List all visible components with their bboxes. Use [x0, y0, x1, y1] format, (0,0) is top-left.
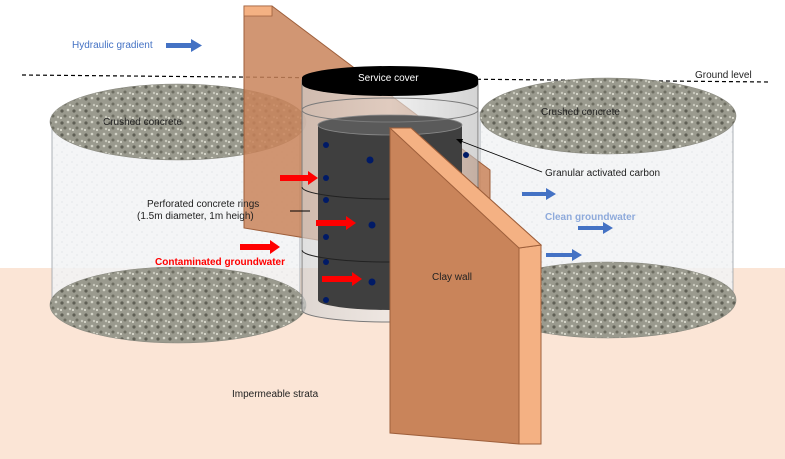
blue-arrow: [546, 249, 582, 261]
perforation-hole: [323, 259, 329, 265]
clay-wall-label: Clay wall: [432, 272, 473, 283]
blue-arrow: [578, 222, 613, 234]
red-arrow: [280, 171, 318, 185]
ground-level-label: Ground level: [695, 70, 752, 81]
red-arrow: [240, 240, 280, 254]
front-clay-wall-top: [388, 127, 543, 249]
impermeable-strata-label: Impermeable strata: [232, 389, 319, 400]
right-trench-top: [479, 77, 737, 155]
crushed-concrete-right-label: Crushed concrete: [541, 107, 620, 118]
perforated-rings-label-line1: Perforated concrete rings: [147, 199, 260, 210]
perforation-hole: [463, 152, 469, 158]
contaminated-flow-arrows: [240, 171, 362, 286]
perforation-hole: [323, 197, 329, 203]
clean-flow-arrows: [522, 188, 613, 261]
back-clay-wall-edge: [243, 5, 273, 17]
perforation-hole: [368, 221, 376, 229]
perforation-holes: [323, 142, 469, 303]
cylinder-top-rim: [301, 97, 479, 123]
perforation-hole: [323, 142, 329, 148]
perforation-hole: [323, 175, 329, 181]
contaminated-groundwater-label: Contaminated groundwater: [155, 257, 286, 268]
service-cover: [302, 66, 478, 90]
hydraulic-gradient-label: Hydraulic gradient: [72, 40, 153, 51]
right-trench: [479, 77, 737, 339]
hydraulic-gradient-arrow: [166, 39, 202, 52]
carbon-leader-arrowhead: [456, 139, 463, 144]
red-arrow: [316, 216, 356, 230]
perforated-rings-label-line2: (1.5m diameter, 1m heigh): [137, 211, 254, 222]
left-trench: [49, 83, 307, 344]
perforation-hole: [323, 234, 329, 240]
granular-activated-carbon-label: Granular activated carbon: [545, 168, 661, 179]
perforation-hole: [323, 297, 329, 303]
carbon-leader-line: [457, 139, 543, 173]
crushed-concrete-left-label: Crushed concrete: [103, 117, 182, 128]
left-trench-bottom: [49, 266, 307, 344]
service-cover-label: Service cover: [358, 73, 419, 84]
front-clay-wall-edge: [518, 244, 542, 445]
perforation-hole: [366, 156, 374, 164]
red-arrow: [322, 272, 362, 286]
clean-groundwater-label: Clean groundwater: [545, 212, 636, 223]
blue-arrow: [522, 188, 556, 200]
perforation-hole: [368, 278, 376, 286]
